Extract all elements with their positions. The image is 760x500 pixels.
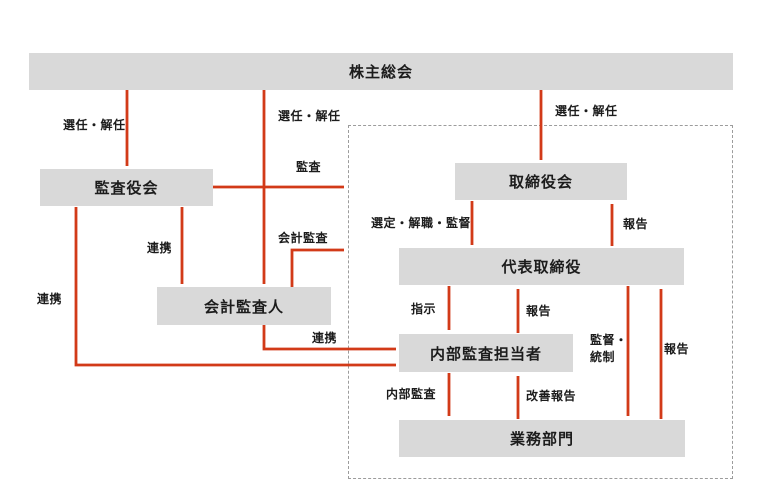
label-report-from-business: 報告 xyxy=(664,342,690,356)
box-audit-and-supervisory-board: 監査役会 xyxy=(40,169,213,206)
box-accounting-auditor: 会計監査人 xyxy=(157,287,331,325)
label-appoint-dismiss-right: 選任・解任 xyxy=(555,104,618,118)
label-appoint-dismiss-left: 選任・解任 xyxy=(63,118,126,132)
label-improvement-report: 改善報告 xyxy=(526,389,577,403)
label-supervise-control-line1: 監督・ xyxy=(590,333,628,347)
label-select-dismiss-supervise: 選定・解職・監督 xyxy=(371,216,472,230)
box-shareholders-meeting: 株主総会 xyxy=(29,53,733,90)
box-board-of-directors: 取締役会 xyxy=(455,163,627,200)
arrow-cooperation-accounting-internal xyxy=(262,325,396,351)
box-business-divisions: 業務部門 xyxy=(399,420,685,457)
label-supervise-control: 監督・ 統制 xyxy=(590,332,628,366)
label-report-to-board: 報告 xyxy=(623,217,649,231)
arrow-accounting-audit xyxy=(290,248,344,287)
box-representative-director: 代表取締役 xyxy=(399,248,684,285)
label-cooperation-audit-board-internal: 連携 xyxy=(37,292,63,306)
box-internal-audit-staff: 内部監査担当者 xyxy=(399,334,573,372)
label-instruction: 指示 xyxy=(411,302,437,316)
arrow-cooperation-audit-board-internal xyxy=(74,207,396,367)
label-appoint-dismiss-center: 選任・解任 xyxy=(278,109,341,123)
label-report-to-representative: 報告 xyxy=(526,304,552,318)
label-supervise-control-line2: 統制 xyxy=(590,350,616,364)
label-cooperation-audit-board-accounting: 連携 xyxy=(147,241,173,255)
label-cooperation-accounting-internal: 連携 xyxy=(312,331,338,345)
label-internal-audit: 内部監査 xyxy=(386,387,437,401)
label-accounting-audit: 会計監査 xyxy=(278,231,329,245)
label-audit: 監査 xyxy=(296,160,322,174)
